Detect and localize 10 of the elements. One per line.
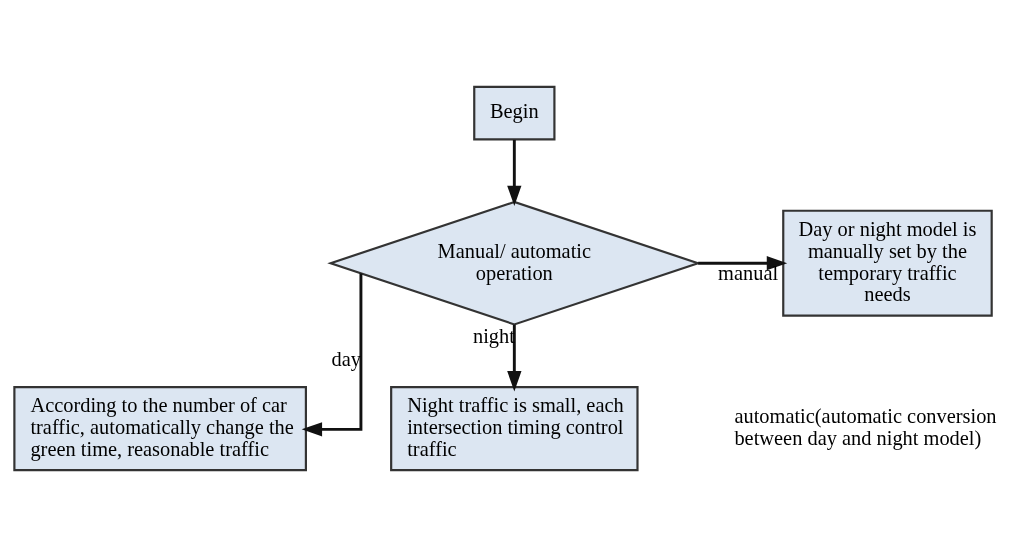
node-box: Night traffic is small, each intersection timing control traffic [390,386,639,472]
arrow [507,139,522,207]
arrow [698,256,788,271]
node-box: According to the number of car traffic, automatically change the green time, reasonable traffic [13,386,307,472]
node-box: Day or night model is manually set by the temporary traffic needs [782,209,993,317]
edge-label: manual [718,261,779,284]
arrow [301,273,363,437]
label: automatic(automatic conversion between day and night model) [734,405,997,449]
arrow [507,324,522,392]
node-box: Begin [473,85,556,141]
